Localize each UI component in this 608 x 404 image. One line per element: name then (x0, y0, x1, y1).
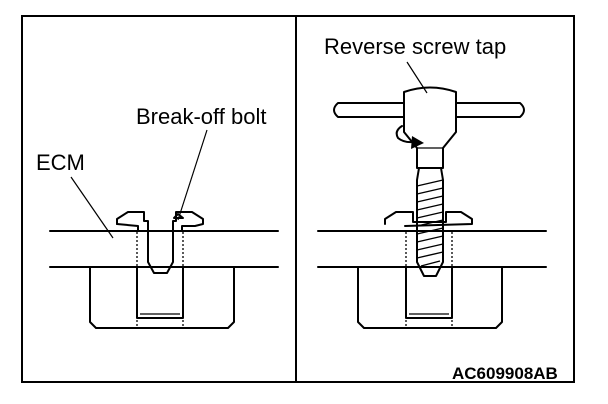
break-off-bolt-label: Break-off bolt (136, 104, 266, 129)
bolt-flange (384, 211, 473, 227)
bolt-hole (136, 267, 184, 319)
bolt-head-underside (116, 223, 139, 232)
rotation-arrow-icon (395, 125, 424, 149)
reverse-screw-tap-label: Reverse screw tap (324, 34, 506, 59)
ecm-cavity-right (357, 267, 503, 329)
ecm-label: ECM (36, 150, 85, 175)
figure-border (21, 15, 575, 383)
break-off-bolt (116, 211, 204, 274)
tap-handle (333, 102, 525, 118)
tap-body (403, 86, 457, 169)
bolt-leader-line (177, 129, 208, 221)
right-panel: Reverse screw tap (317, 34, 547, 329)
left-panel: Break-off bolt ECM (36, 104, 279, 329)
ecm-cavity (89, 267, 235, 329)
ecm-leader-line (70, 176, 114, 239)
tap-shank (416, 167, 444, 277)
tap-thread-marks (416, 179, 444, 267)
figure-code: AC609908AB (452, 364, 558, 383)
tap-leader-line (406, 61, 428, 94)
